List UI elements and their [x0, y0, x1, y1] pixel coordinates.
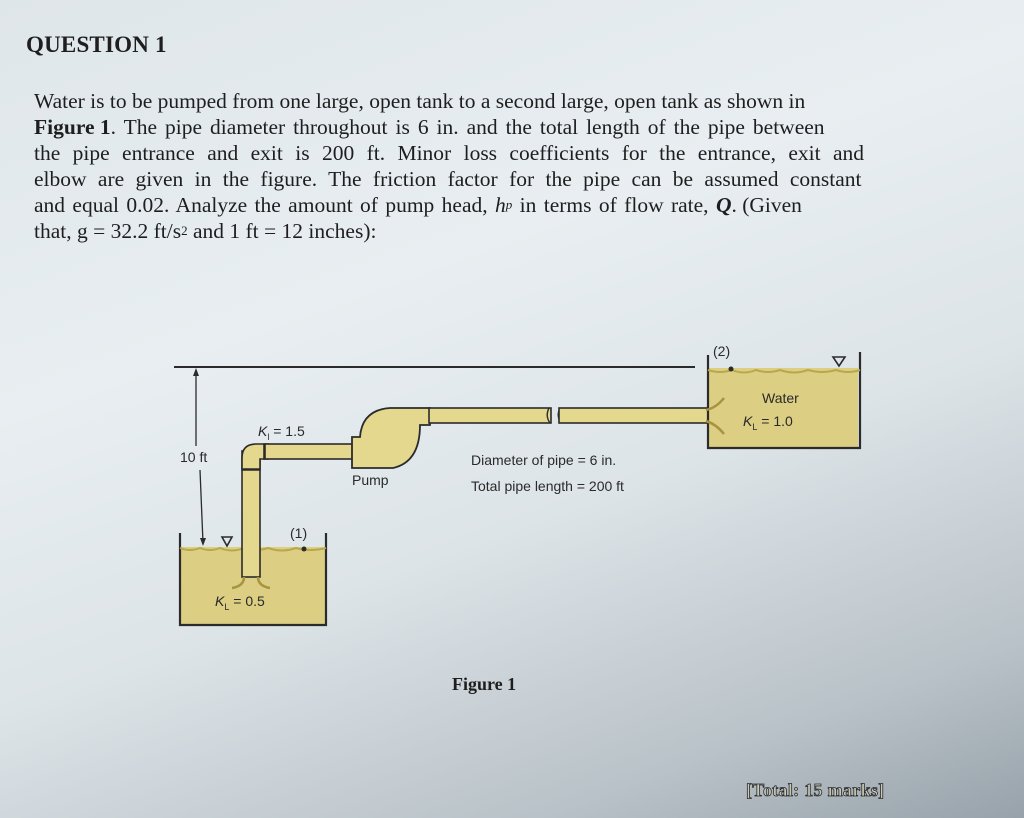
pump-label: Pump [352, 472, 389, 488]
discharge-pipe [428, 407, 552, 424]
figure-caption: Figure 1 [452, 674, 517, 694]
line-text: the pipe entrance and exit is 200 ft. Mi… [34, 141, 864, 165]
line-text: and equal 0.02. Analyze the amount of pu… [34, 193, 496, 217]
question-title: QUESTION 1 [26, 32, 167, 57]
question-text: Water is to be pumped from one large, op… [34, 88, 970, 244]
water-level-icon [220, 536, 234, 548]
upper-tank-water [708, 368, 858, 448]
line-text: Water is to be pumped from one large, op… [34, 89, 806, 113]
k-value: = 1.0 [757, 413, 793, 429]
k-subscript: L [224, 601, 230, 612]
k-value: = 1.5 [269, 423, 305, 439]
line-text: . (Given [731, 193, 802, 217]
line-text: in terms of flow rate, [512, 193, 716, 217]
pump-icon [351, 407, 431, 469]
pump-head-symbol: h [495, 193, 506, 217]
question-line-1: Water is to be pumped from one large, op… [34, 88, 970, 114]
k-subscript: l [267, 431, 270, 442]
figure-reference: Figure 1 [34, 115, 111, 139]
water-level-icon [831, 356, 847, 368]
point-2-label: (2) [713, 343, 731, 359]
question-line-5: and equal 0.02. Analyze the amount of pu… [34, 192, 970, 218]
point-1-label: (1) [290, 525, 308, 541]
lower-tank-wall [178, 533, 328, 627]
arrow-down-icon [200, 538, 206, 546]
pump-head-subscript: p [505, 197, 513, 212]
flow-rate-symbol: Q [715, 193, 732, 217]
k-symbol: K [743, 413, 753, 429]
height-label: 10 ft [180, 449, 208, 465]
line-text: and 1 ft = 12 inches): [187, 219, 377, 243]
total-marks: [Total: 15 marks] [746, 780, 885, 801]
arrow-up-icon [193, 368, 199, 376]
question-line-2: Figure 1. The pipe diameter throughout i… [34, 114, 970, 140]
k-value: = 0.5 [229, 593, 265, 609]
exit-loss-label: KL = 1.0 [743, 413, 793, 432]
question-line-4: elbow are given in the figure. The frict… [34, 166, 970, 192]
line-text: elbow are given in the figure. The frict… [34, 167, 862, 191]
elbow-loss-label: Kl = 1.5 [258, 423, 305, 442]
k-subscript: L [752, 421, 758, 432]
k-symbol: K [215, 593, 225, 609]
line-text: . The pipe diameter throughout is 6 in. … [110, 115, 825, 139]
upper-tank-wall [706, 352, 862, 450]
point-1-marker [301, 546, 307, 552]
water-label: Water [762, 390, 799, 406]
discharge-pipe [558, 407, 710, 424]
dimension-line [199, 469, 204, 544]
point-2-marker [728, 366, 734, 372]
pipe-length-label: Total pipe length = 200 ft [471, 478, 624, 494]
question-line-3: the pipe entrance and exit is 200 ft. Mi… [34, 140, 970, 166]
entrance-loss-label: KL = 0.5 [215, 593, 265, 612]
line-text: that, g = 32.2 ft/s [34, 219, 182, 243]
superscript: 2 [181, 223, 188, 238]
pipe-diameter-label: Diameter of pipe = 6 in. [471, 452, 617, 468]
inlet-pipe [263, 443, 355, 460]
k-symbol: K [258, 423, 268, 439]
